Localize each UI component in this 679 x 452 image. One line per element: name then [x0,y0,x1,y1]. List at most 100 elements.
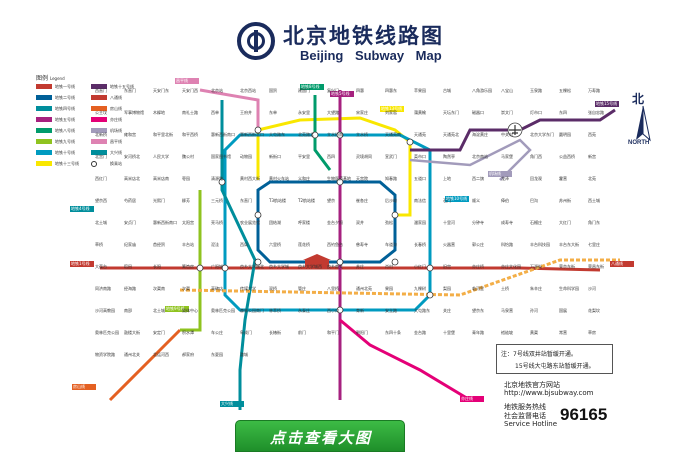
station-label[interactable]: 角门东 [588,219,600,225]
station-label[interactable]: 前门 [298,329,306,335]
station-label[interactable]: 金台夕照 [327,219,343,225]
station-label[interactable]: 稻田 [124,263,132,269]
station-label[interactable]: 孙河 [530,307,538,313]
station-label[interactable]: 积水潭 [182,329,194,335]
station-label[interactable]: 西二旗 [472,175,484,181]
station-label[interactable]: 天坛东门 [443,109,459,115]
station-label[interactable]: 崔各庄 [356,197,368,203]
station-label[interactable]: 南礼士路 [182,109,198,115]
interchange-station-icon[interactable] [426,291,434,299]
station-label[interactable]: 马家堡 [501,153,513,159]
station-label[interactable]: 张自忠路 [588,109,604,115]
station-label[interactable]: 西小口 [327,307,339,313]
station-label[interactable]: 西直门 [95,87,107,93]
station-label[interactable]: 双井 [356,219,364,225]
station-label[interactable]: 公益西桥 [559,153,575,159]
station-label[interactable]: 人民大学 [153,153,169,159]
station-label[interactable]: 西苑 [588,131,596,137]
station-label[interactable]: 顺义 [472,197,480,203]
station-label[interactable]: 东四 [559,109,567,115]
station-label[interactable]: 北京南站 [472,153,488,159]
station-label[interactable]: 荣昌东街 [588,263,604,269]
station-label[interactable]: 新宫 [588,153,596,159]
station-label[interactable]: 农业展览馆 [240,219,260,225]
station-label[interactable]: 褡裢坡 [501,329,513,335]
station-label[interactable]: 良乡大学城 [269,263,289,269]
station-label[interactable]: 苏庄 [356,263,364,269]
station-label[interactable]: 长椿街 [269,329,281,335]
station-label[interactable]: 天安门东 [153,87,169,93]
official-site-url[interactable]: http://www.bjsubway.com [504,389,594,397]
station-label[interactable]: 大葆台 [95,263,107,269]
interchange-station-icon[interactable] [221,264,229,272]
station-label[interactable]: 同济南路 [95,285,111,291]
station-label[interactable]: 龙泽 [501,175,509,181]
station-label[interactable]: 呼家楼 [298,219,310,225]
station-label[interactable]: 北新桥 [95,131,107,137]
station-label[interactable]: 俸伯 [501,197,509,203]
station-label[interactable]: 角门西 [530,153,542,159]
station-label[interactable]: 国贸 [269,87,277,93]
station-label[interactable]: 惠新西街北口 [240,131,264,137]
station-label[interactable]: 雍和宫 [124,131,136,137]
station-label[interactable]: 复兴门 [327,87,339,93]
station-label[interactable]: 安立路 [385,307,397,313]
interchange-station-icon[interactable] [426,264,434,272]
station-label[interactable]: 六里桥 [269,241,281,247]
station-label[interactable]: 刘家窑 [385,109,397,115]
station-label[interactable]: 高米店北 [124,175,140,181]
station-label[interactable]: 大屯路东 [269,131,285,137]
station-label[interactable]: 天通苑 [414,131,426,137]
station-label[interactable]: 古城 [443,87,451,93]
station-label[interactable]: 天通苑南 [385,131,401,137]
station-label[interactable]: 灯市口 [530,109,542,115]
station-label[interactable]: 慈寿寺 [356,241,368,247]
interchange-station-icon[interactable] [336,306,344,314]
station-label[interactable]: 物资学院路 [95,351,115,357]
station-label[interactable]: 磁器口 [472,109,484,115]
interchange-station-icon[interactable] [391,258,399,266]
station-label[interactable]: 高米店南 [153,175,169,181]
station-label[interactable]: 太阳宫 [182,219,194,225]
station-label[interactable]: 回龙观 [530,175,542,181]
station-label[interactable]: 首经贸 [153,241,165,247]
station-label[interactable]: T2航站楼 [297,197,315,203]
station-label[interactable]: 长春桥 [414,241,426,247]
station-label[interactable]: 亦庄文化园 [501,263,521,269]
station-label[interactable]: 东直门 [240,197,252,203]
station-label[interactable]: 丰台站 [182,241,194,247]
station-label[interactable]: 公主坟 [95,109,107,115]
interchange-station-icon[interactable] [254,211,262,219]
station-label[interactable]: 新街口 [269,153,281,159]
station-label[interactable]: 五道口 [414,175,426,181]
subway-map[interactable]: 地铁5号线地铁8号线地铁13号线地铁10号线地铁15号线机场线地铁1号线八通线亦… [0,70,679,420]
station-label[interactable]: 万源街 [530,263,542,269]
station-label[interactable]: 清源路 [211,175,223,181]
station-label[interactable]: 高碑店 [211,285,223,291]
station-label[interactable]: 后沙峪 [385,197,397,203]
station-label[interactable]: 知春路 [385,175,397,181]
station-label[interactable]: 良乡大学城西 [298,263,322,269]
station-label[interactable]: 丰台东大街 [559,241,579,247]
station-label[interactable]: 光熙门 [153,197,165,203]
station-label[interactable]: 荣京东街 [559,263,575,269]
station-label[interactable]: 安定门 [153,329,165,335]
station-label[interactable]: 果园 [385,285,393,291]
interchange-station-icon[interactable] [391,211,399,219]
station-label[interactable]: 国家图书馆 [211,153,231,159]
station-label[interactable]: 肖村 [385,263,393,269]
station-label[interactable]: 西红门 [95,175,107,181]
station-label[interactable]: 潞城 [240,351,248,357]
station-label[interactable]: 关庄 [443,307,451,313]
station-label[interactable]: 北苑 [588,175,596,181]
station-label[interactable]: 动物园 [240,153,252,159]
station-label[interactable]: 苏州街 [559,197,571,203]
station-label[interactable]: 建国门 [298,87,310,93]
station-label[interactable]: 双桥 [269,285,277,291]
station-label[interactable]: 分钟寺 [472,219,484,225]
station-label[interactable]: 魏公村 [182,153,194,159]
interchange-station-icon[interactable] [254,126,262,134]
station-label[interactable]: 四惠东 [385,87,397,93]
station-label[interactable]: 和平门 [327,329,339,335]
station-label[interactable]: 传媒大学 [240,285,256,291]
